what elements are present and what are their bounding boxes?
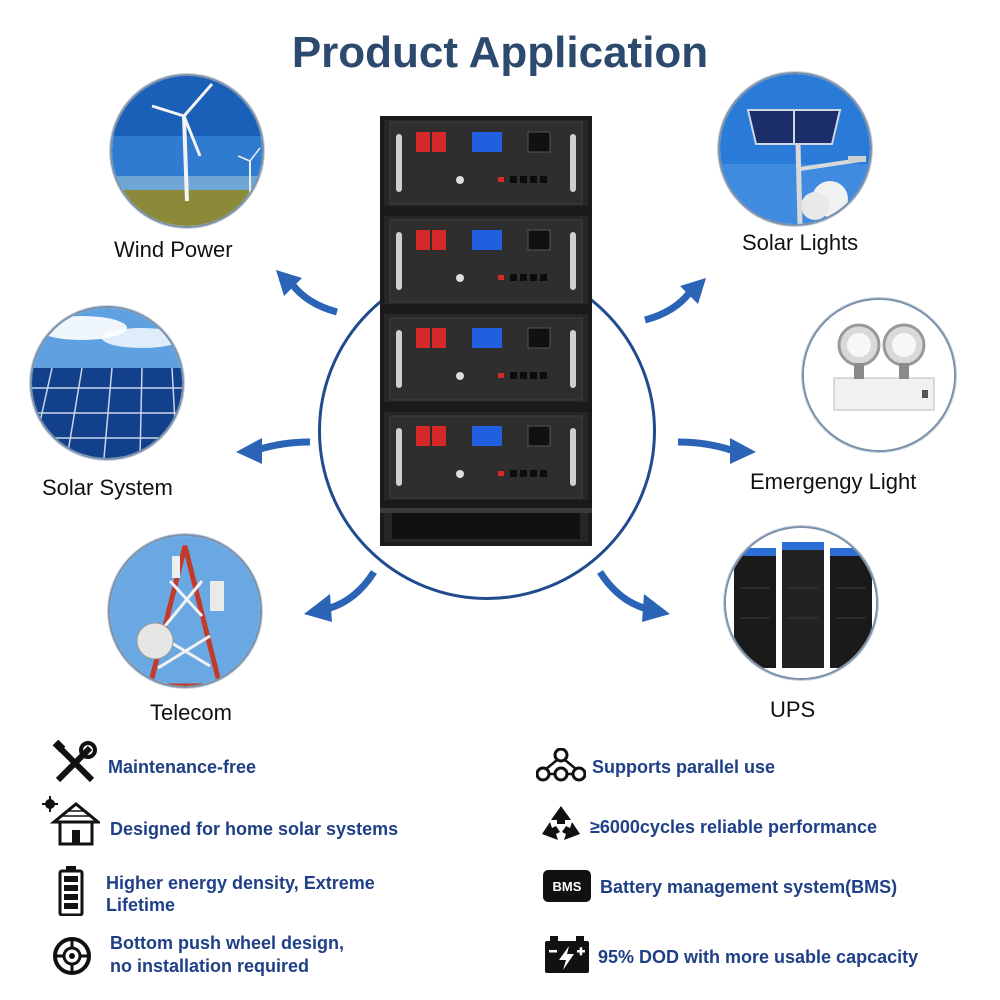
comm-port bbox=[530, 372, 537, 379]
telecom-label: Telecom bbox=[150, 700, 232, 725]
terminal-negative bbox=[432, 230, 446, 250]
feature-density-line2: Lifetime bbox=[106, 895, 176, 915]
comm-port bbox=[540, 372, 547, 379]
terminal-negative bbox=[432, 426, 446, 446]
status-led bbox=[498, 177, 504, 182]
comm-port bbox=[520, 274, 527, 281]
arrow-icon bbox=[644, 278, 706, 324]
comm-port bbox=[530, 470, 537, 477]
wheel-icon bbox=[52, 936, 92, 981]
comm-port bbox=[510, 372, 517, 379]
recycle-icon bbox=[540, 804, 582, 849]
arrow-icon bbox=[276, 270, 338, 316]
feature-parallel: Supports parallel use bbox=[592, 757, 776, 777]
comm-port bbox=[540, 176, 547, 183]
handle-left bbox=[396, 232, 402, 290]
comm-port bbox=[520, 176, 527, 183]
telecom-image bbox=[108, 534, 262, 688]
wrench-screwdriver-icon bbox=[52, 739, 98, 791]
lcd-display bbox=[472, 426, 502, 446]
handle-right bbox=[570, 428, 576, 486]
breaker-switch bbox=[527, 131, 551, 153]
rack-shelf bbox=[380, 304, 592, 314]
breaker-switch bbox=[527, 425, 551, 447]
rack-shelf bbox=[380, 500, 592, 510]
arrow-icon bbox=[236, 438, 311, 464]
solar-system-image bbox=[30, 306, 184, 460]
status-led bbox=[498, 373, 504, 378]
lcd-display bbox=[472, 328, 502, 348]
battery-icon bbox=[58, 866, 84, 921]
feature-dod: 95% DOD with more usable capcacity bbox=[598, 947, 919, 967]
feature-cycles: ≥6000cycles reliable performance bbox=[590, 817, 878, 837]
lcd-display bbox=[472, 230, 502, 250]
terminal-negative bbox=[432, 328, 446, 348]
comm-port bbox=[520, 372, 527, 379]
terminal-positive bbox=[416, 230, 430, 250]
handle-left bbox=[396, 428, 402, 486]
terminal-positive bbox=[416, 132, 430, 152]
bms-chip-icon: BMS bbox=[543, 870, 591, 907]
status-led bbox=[498, 275, 504, 280]
parallel-nodes-icon bbox=[535, 747, 587, 787]
feature-wheel-line1: Bottom push wheel design, bbox=[110, 933, 345, 953]
feature-wheel-line2: no installation required bbox=[110, 956, 310, 976]
handle-left bbox=[396, 330, 402, 388]
handle-right bbox=[570, 232, 576, 290]
terminal-negative bbox=[432, 132, 446, 152]
power-button bbox=[456, 470, 464, 478]
comm-port bbox=[540, 470, 547, 477]
solar-lights-image bbox=[718, 72, 872, 226]
handle-right bbox=[570, 134, 576, 192]
terminal-positive bbox=[416, 426, 430, 446]
power-button bbox=[456, 372, 464, 380]
breaker-switch bbox=[527, 327, 551, 349]
comm-port bbox=[510, 470, 517, 477]
handle-right bbox=[570, 330, 576, 388]
ups-image bbox=[724, 526, 878, 680]
solar-lights-label: Solar Lights bbox=[742, 230, 859, 255]
rack-shelf bbox=[380, 206, 592, 216]
rack-shelf bbox=[380, 402, 592, 412]
terminal-positive bbox=[416, 328, 430, 348]
breaker-switch bbox=[527, 229, 551, 251]
ups-label: UPS bbox=[770, 697, 816, 722]
solar-system-label: Solar System bbox=[42, 475, 173, 500]
handle-left bbox=[396, 134, 402, 192]
page-title: Product Application bbox=[291, 28, 709, 77]
feature-home-solar: Designed for home solar systems bbox=[110, 819, 399, 839]
feature-bms: Battery management system(BMS) bbox=[600, 877, 898, 897]
comm-port bbox=[510, 274, 517, 281]
feature-density-line1: Higher energy density, Extreme bbox=[106, 873, 375, 893]
car-battery-icon bbox=[544, 934, 590, 979]
bms-badge-text: BMS bbox=[553, 879, 582, 894]
arrow-icon bbox=[597, 570, 670, 622]
comm-port bbox=[530, 176, 537, 183]
feature-maintenance: Maintenance-free bbox=[108, 757, 257, 777]
wind-power-image bbox=[110, 74, 264, 228]
comm-port bbox=[520, 470, 527, 477]
lcd-display bbox=[472, 132, 502, 152]
wind-power-label: Wind Power bbox=[114, 237, 233, 262]
comm-port bbox=[540, 274, 547, 281]
emergency-light-image bbox=[802, 298, 956, 452]
arrow-icon bbox=[677, 438, 756, 464]
power-button bbox=[456, 274, 464, 282]
battery-rack-image bbox=[380, 116, 592, 546]
status-led bbox=[498, 471, 504, 476]
comm-port bbox=[510, 176, 517, 183]
solar-house-icon bbox=[42, 796, 103, 851]
arrow-icon bbox=[304, 570, 377, 622]
power-button bbox=[456, 176, 464, 184]
emergency-light-label: Emergengy Light bbox=[750, 469, 917, 494]
comm-port bbox=[530, 274, 537, 281]
